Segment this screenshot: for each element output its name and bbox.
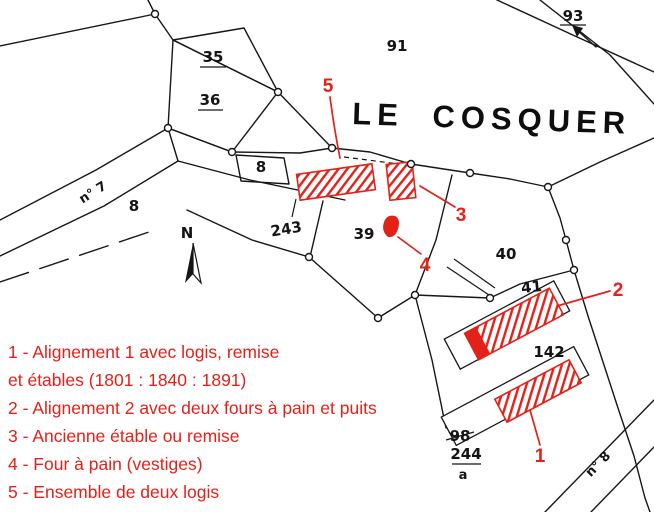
leader-2	[556, 290, 611, 307]
marker-4: 4	[420, 255, 431, 276]
marker-1: 1	[535, 446, 546, 467]
survey-point	[304, 252, 314, 262]
place-name-title: LE COSQUER	[352, 96, 632, 141]
building-3-etable-remise	[385, 160, 417, 202]
parcel-93-label: 93	[563, 7, 584, 25]
parcel-36-label: 36	[200, 91, 221, 109]
legend-line-3: 2 - Alignement 2 avec deux fours à pain …	[8, 398, 377, 418]
leader-1	[529, 409, 541, 446]
leader-3	[419, 185, 456, 208]
survey-point	[465, 168, 475, 178]
leader-4	[397, 236, 422, 255]
legend: 1 - Alignement 1 avec logis, remise et é…	[8, 342, 377, 502]
divider-39-40	[414, 174, 453, 296]
road-n8-label: n° 8	[583, 449, 614, 481]
north-arrow-right-half	[192, 242, 203, 286]
parcel-35-label: 35	[203, 48, 224, 66]
boundary-link-36-road	[277, 91, 333, 149]
road-bottom-right-edge2	[590, 446, 654, 512]
parcel-93-arrow-head	[572, 25, 583, 37]
red-leader-lines	[329, 96, 611, 446]
parcel-98-strike	[445, 431, 475, 441]
parcel-41-top-edge	[414, 269, 575, 299]
survey-point	[373, 313, 383, 323]
survey-point	[273, 87, 283, 97]
survey-point	[163, 123, 173, 133]
parcel-243-bottom-edge	[186, 209, 310, 258]
red-marker-labels: 5 3 4 2 1	[323, 76, 624, 467]
road-top-right-edge2	[539, 0, 654, 105]
survey-point	[569, 265, 579, 275]
tick-under-building5	[291, 198, 297, 218]
legend-line-4: 3 - Ancienne étable ou remise	[8, 426, 240, 446]
parcel-40-label: 40	[496, 245, 517, 263]
parcel-41-label: 41	[520, 277, 543, 297]
survey-point	[485, 293, 495, 303]
divider-243-39	[309, 200, 324, 258]
road-west-edge2	[0, 160, 179, 257]
survey-point	[150, 9, 160, 19]
north-arrow-left-half	[185, 243, 193, 283]
building-4-four-a-pain	[383, 215, 399, 238]
legend-line-2: et étables (1801 : 1840 : 1891)	[8, 370, 246, 390]
north-arrow: N	[181, 224, 203, 286]
road-n7-label: n° 7	[77, 179, 110, 207]
survey-point	[406, 159, 416, 169]
dashed-link-building5-3	[343, 156, 400, 165]
survey-point	[227, 147, 237, 157]
parcel-142-label: 142	[533, 343, 564, 361]
parcel-91-label: 91	[387, 37, 408, 55]
road-west-edge1	[0, 127, 169, 221]
road-top-right-edge1	[496, 0, 654, 73]
legend-line-1: 1 - Alignement 1 avec logis, remise	[8, 342, 279, 362]
parcel-39-bottom-edge	[308, 256, 416, 319]
road-bottom-right-edge1	[544, 399, 654, 512]
marker-5: 5	[323, 76, 334, 97]
parcel-8-outline	[235, 154, 290, 185]
survey-points	[150, 9, 579, 323]
parcel-8-left-label: 8	[129, 197, 139, 215]
parcel-243-label: 243	[269, 218, 303, 241]
survey-point	[410, 290, 420, 300]
survey-point	[327, 143, 337, 153]
marker-3: 3	[456, 205, 467, 226]
road-east-edge	[547, 186, 651, 512]
building-5-ensemble-logis	[295, 162, 377, 202]
lane-double-line	[446, 258, 496, 296]
parcel-93-arrow-line	[576, 29, 597, 48]
parcel-244-label: 244	[450, 445, 481, 463]
boundary-top-left	[0, 0, 174, 47]
parcel-244-sub-label: a	[459, 468, 468, 483]
survey-point	[561, 235, 571, 245]
dashed-boundary-southwest	[0, 230, 153, 283]
legend-line-6: 5 - Ensemble de deux logis	[8, 482, 219, 502]
survey-point	[543, 182, 553, 192]
building-1-alignement	[493, 358, 583, 424]
north-label: N	[181, 224, 194, 242]
divider-41-98	[414, 294, 447, 429]
building-2-solid-end	[464, 327, 491, 360]
marker-2: 2	[613, 280, 624, 301]
leader-5	[329, 96, 341, 159]
road-west-cap	[167, 127, 179, 162]
parcel-35-outline	[172, 27, 279, 93]
parcel-8-top-label: 8	[256, 158, 266, 176]
buildings	[295, 160, 583, 424]
legend-line-5: 4 - Four à pain (vestiges)	[8, 454, 203, 474]
parcel-39-label: 39	[354, 225, 375, 243]
